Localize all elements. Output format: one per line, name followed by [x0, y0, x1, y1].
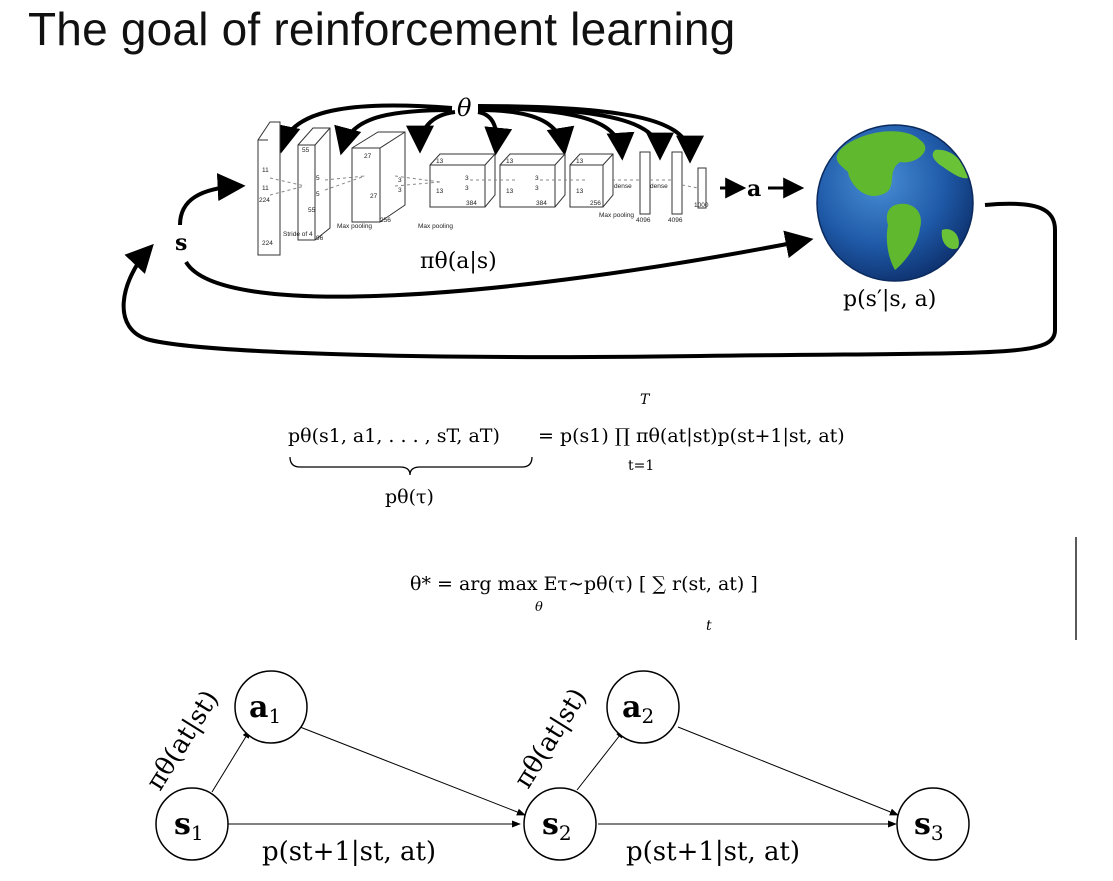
net-label: 224 — [262, 240, 273, 247]
net-label: 13 — [506, 158, 514, 165]
node-s3-label: s3 — [914, 807, 944, 845]
net-label: 5 — [316, 191, 320, 198]
net-label: Max pooling — [418, 223, 453, 230]
node-a2 — [606, 670, 680, 744]
dense2-block — [671, 151, 683, 215]
edge-a2-s3 — [677, 726, 899, 816]
node-s2 — [523, 787, 597, 861]
conv5-block — [569, 153, 614, 208]
net-label: 3 — [535, 185, 539, 192]
node-a2-label: a2 — [622, 690, 654, 728]
environment-globe — [816, 124, 974, 282]
net-label: Max pooling — [337, 223, 372, 230]
node-s1 — [155, 787, 229, 861]
objective-sub-theta: θ — [535, 600, 543, 615]
net-label: 13 — [576, 188, 584, 195]
net-label: 3 — [535, 175, 539, 182]
node-a1-label: a1 — [249, 690, 281, 728]
net-label: 11 — [262, 185, 269, 192]
brace-label: pθ(τ) — [385, 486, 434, 508]
policy-network — [257, 121, 707, 256]
conv3-block — [429, 153, 496, 208]
dynamics-label: p(s′|s, a) — [843, 287, 936, 312]
net-label: 55 — [308, 207, 316, 214]
theta-symbol: θ — [457, 94, 472, 122]
net-label: 3 — [465, 185, 469, 192]
conv1-block — [297, 127, 331, 241]
net-label: 256 — [590, 200, 601, 207]
net-label: 11 — [262, 167, 269, 174]
net-label: Stride of 4 — [283, 231, 313, 238]
net-label: dense — [614, 183, 632, 190]
slide-title: The goal of reinforcement learning — [28, 3, 736, 55]
net-label: 13 — [436, 158, 444, 165]
policy-edge-label-2: πθ(at|st) — [508, 683, 593, 793]
net-label: 13 — [436, 188, 444, 195]
policy-edge-label-1: πθ(at|st) — [140, 685, 225, 795]
transition-edge-label-2: p(st+1|st, at) — [626, 837, 800, 867]
network-labels: 224 224 11 11 Stride of 4 55 55 96 5 5 M… — [259, 147, 709, 247]
net-label: 13 — [506, 188, 514, 195]
edge-s1-a1 — [211, 729, 251, 793]
objective: θ* = arg max Eτ∼pθ(τ) [ ∑ r(st, at) ] — [410, 573, 758, 595]
net-label: 5 — [316, 175, 320, 182]
transition-edge-label-1: p(st+1|st, at) — [262, 837, 436, 867]
objective-sub-t: t — [706, 618, 712, 634]
net-label: 384 — [466, 200, 477, 207]
net-label: 384 — [536, 200, 547, 207]
node-a1 — [234, 670, 308, 744]
action-symbol: a — [747, 176, 761, 202]
net-label: Max pooling — [599, 212, 634, 219]
graphical-model: s1 a1 s2 a2 s3 πθ(at|st) πθ(at|st) p(st+… — [140, 670, 970, 867]
net-label: 4096 — [668, 217, 683, 224]
node-s2-label: s2 — [542, 807, 572, 845]
net-label: 27 — [370, 193, 378, 200]
state-symbol: s — [175, 230, 187, 256]
node-s1-label: s1 — [174, 807, 204, 845]
net-label: 3 — [398, 177, 402, 184]
dense1-block — [639, 151, 651, 215]
node-s3 — [896, 787, 970, 861]
policy-label: πθ(a|s) — [420, 249, 497, 274]
output-block — [697, 167, 707, 209]
product-lower: t=1 — [628, 458, 654, 474]
trajectory-rhs: = p(s1) ∏ πθ(at|st)p(st+1|st, at) — [538, 425, 845, 447]
state-arrows — [121, 173, 1057, 360]
net-label: 55 — [302, 147, 310, 154]
net-label: 1000 — [694, 202, 709, 209]
net-label: 4096 — [636, 217, 651, 224]
conv4-block — [499, 153, 566, 208]
trajectory-lhs: pθ(s1, a1, . . . , sT, aT) — [288, 425, 500, 447]
objective-equation: θ* = arg max Eτ∼pθ(τ) [ ∑ r(st, at) ] θ … — [410, 573, 758, 634]
conv2-block — [351, 131, 406, 223]
net-label: 3 — [465, 175, 469, 182]
net-label: 224 — [259, 197, 270, 204]
net-label: 3 — [398, 187, 402, 194]
net-label: 27 — [364, 153, 372, 160]
net-label: 13 — [576, 158, 584, 165]
input-layer — [257, 121, 281, 256]
theta-arrows — [272, 103, 704, 164]
product-upper: T — [640, 392, 651, 408]
net-label: 96 — [316, 235, 324, 242]
edge-s2-a2 — [576, 729, 625, 791]
underbrace — [289, 456, 533, 476]
net-label: dense — [650, 183, 668, 190]
trajectory-equation: pθ(s1, a1, . . . , sT, aT) = p(s1) ∏ πθ(… — [288, 392, 845, 508]
net-label: 256 — [380, 217, 391, 224]
edge-a1-s2 — [299, 726, 526, 816]
